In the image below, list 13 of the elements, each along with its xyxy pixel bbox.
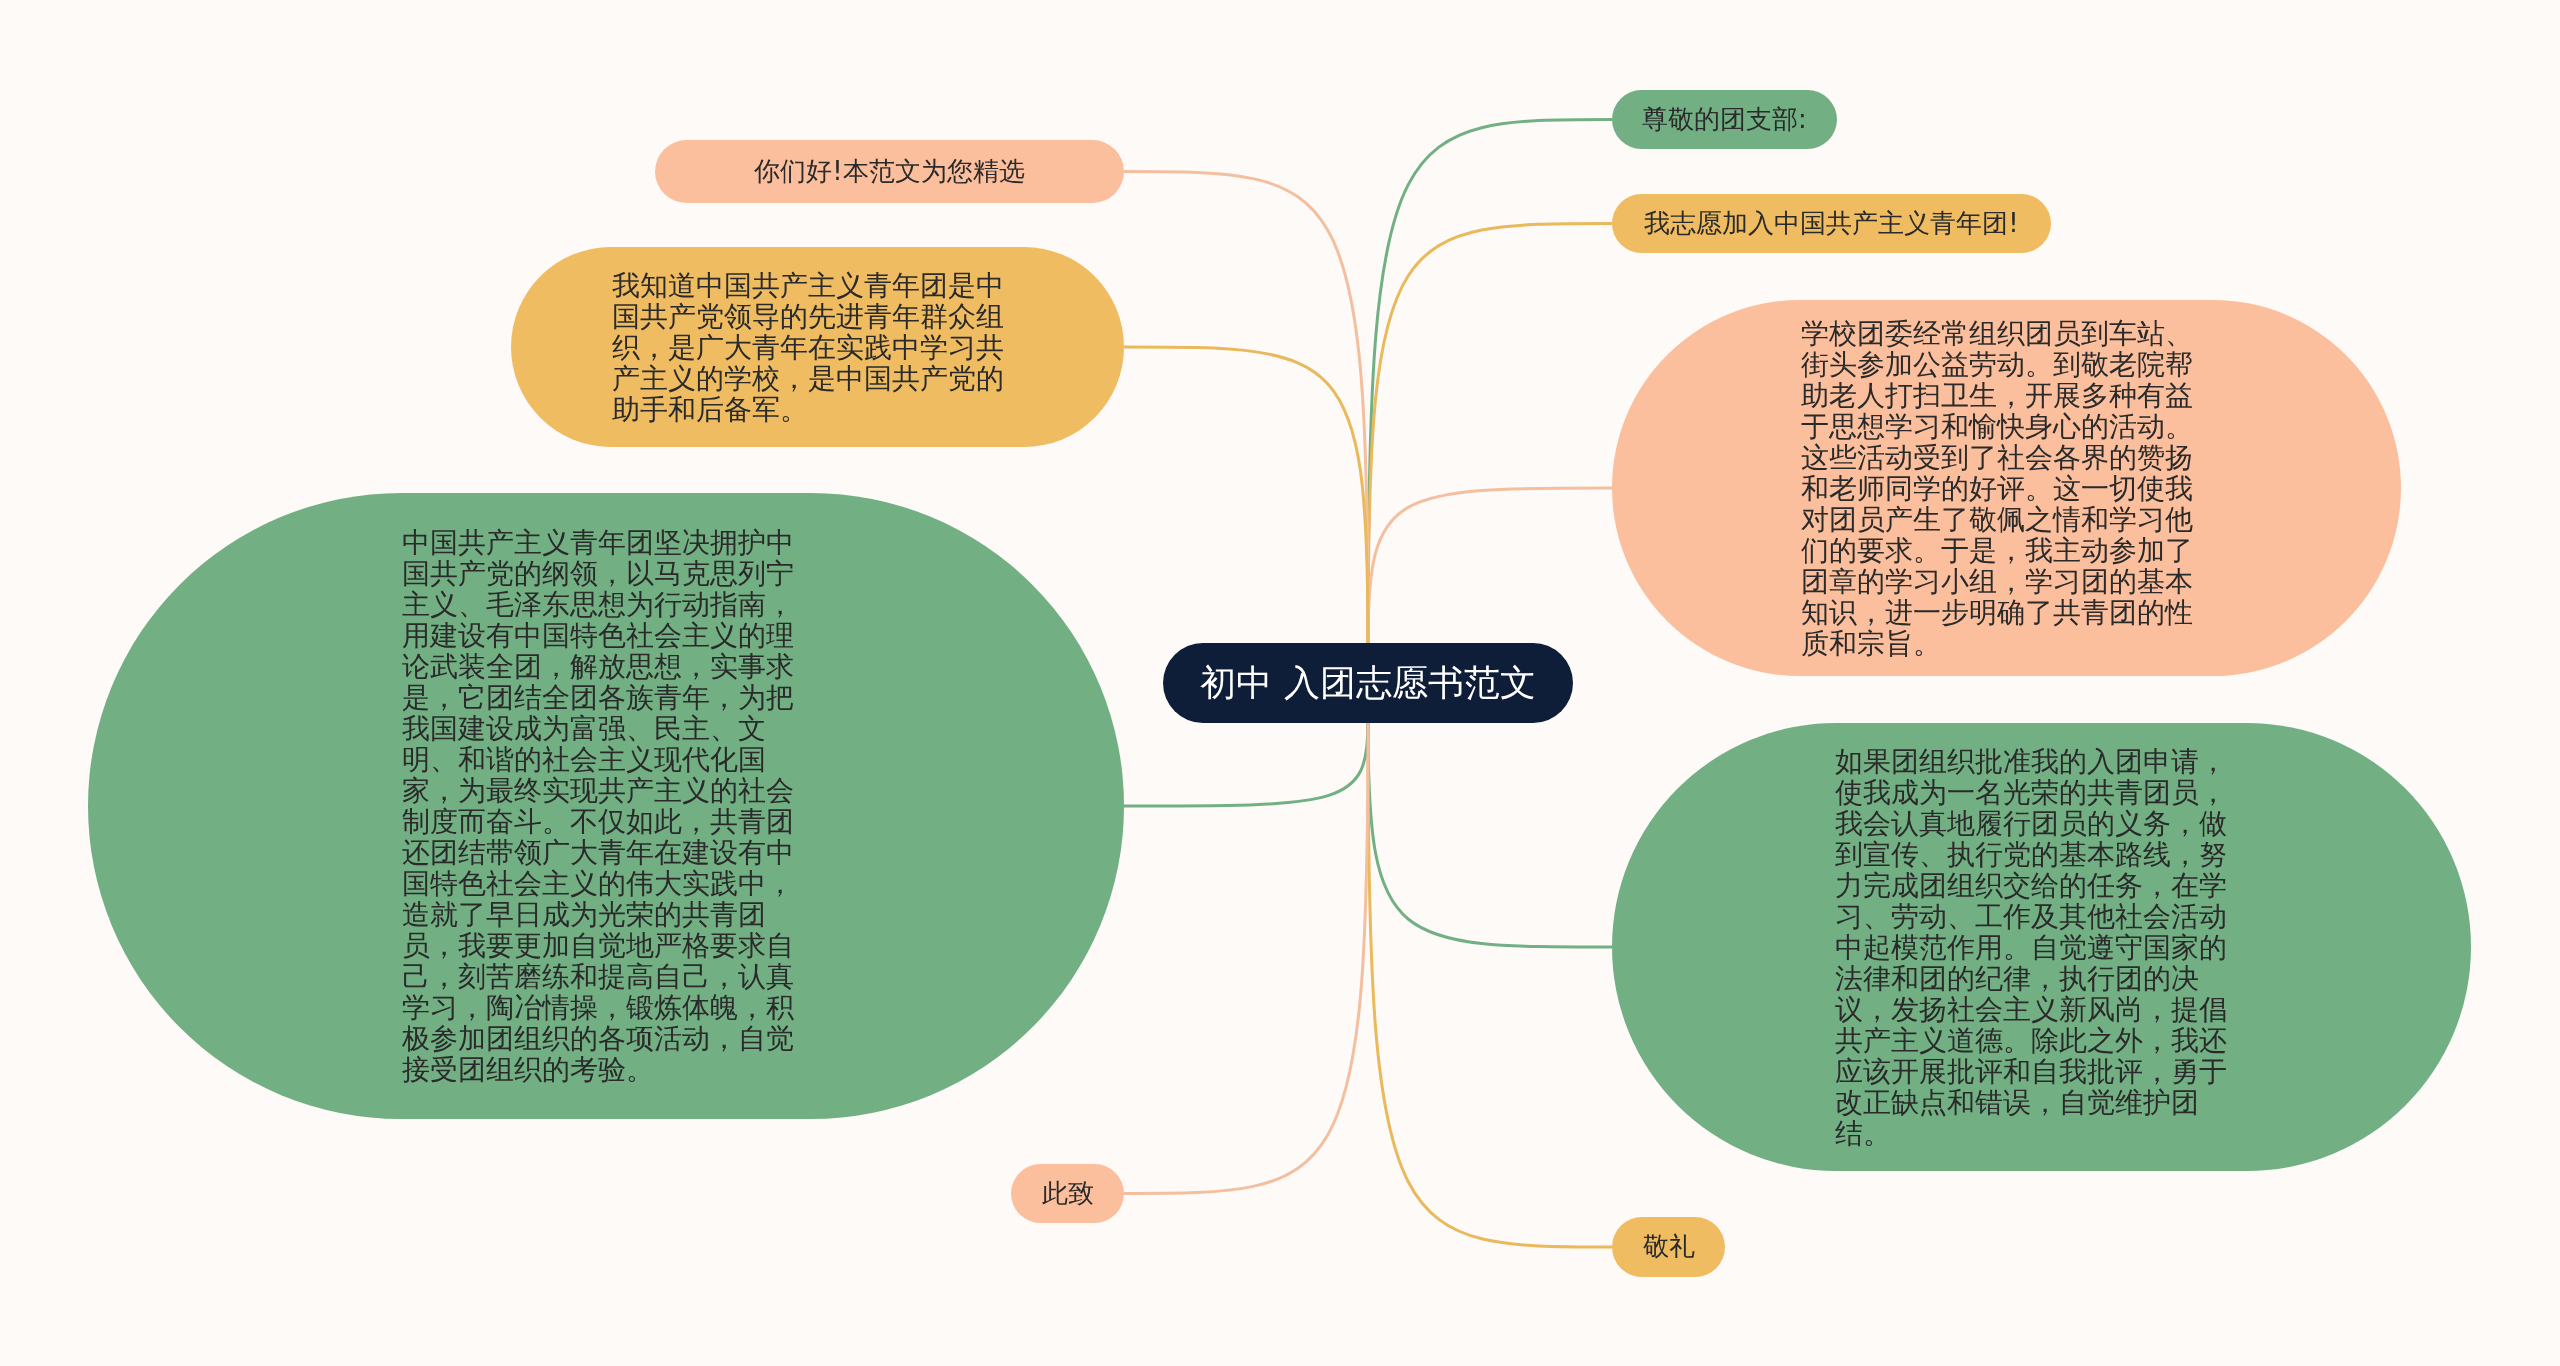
topic-bubble: 你们好!本范文为您精选 — [655, 140, 1124, 203]
topic-bubble: 我志愿加入中国共产主义青年团! — [1612, 194, 2051, 253]
topic-bubble: 此致 — [1011, 1164, 1124, 1223]
text-bubble: 学校团委经常组织团员到车站、街头参加公益劳动。到敬老院帮助老人打扫卫生，开展多种有益于思想学习和愉快身心的活动。这些活动受到了社会各界的赞扬和老师同学的好评。这一切使我对团员产生了敬佩之情和学习他们的要求。于是，我主动参加了团章的学习小组，学习团的基本知识，进一步明确了共青团的性质和宗旨。 — [1612, 300, 2401, 676]
topic-bubble: 尊敬的团支部: — [1612, 90, 1837, 149]
central-topic: 初中 入团志愿书范文 — [1163, 643, 1573, 723]
text-bubble: 如果团组织批准我的入团申请，使我成为一名光荣的共青团员，我会认真地履行团员的义务，做到宣传、执行党的基本路线，努力完成团组织交给的任务，在学习、劳动、工作及其他社会活动中起模范作用。自觉遵守国家的法律和团的纪律，执行团的决议，发扬社会主义新风尚，提倡共产主义道德。除此之外，我还应该开展批评和自我批评，勇于改正缺点和错误，自觉维护团结。 — [1612, 723, 2471, 1171]
text-bubble: 中国共产主义青年团坚决拥护中国共产党的纲领，以马克思列宁主义、毛泽东思想为行动指南，用建设有中国特色社会主义的理论武装全团，解放思想，实事求是，它团结全团各族青年，为把我国建设成为富强、民主、文明、和谐的社会主义现代化国家，为最终实现共产主义的社会制度而奋斗。不仅如此，共青团还团结带领广大青年在建设有中国特色社会主义的伟大实践中，造就了早日成为光荣的共青团员，我要更加自觉地严格要求自己，刻苦磨练和提高自己，认真学习，陶冶情操，锻炼体魄，积极参加团组织的各项活动，自觉接受团组织的考验。 — [88, 493, 1124, 1119]
connector-line — [1124, 723, 1370, 1195]
connector-line — [1124, 345, 1370, 643]
text-bubble: 我知道中国共产主义青年团是中国共产党领导的先进青年群众组织，是广大青年在实践中学习共产主义的学校，是中国共产党的助手和后备军。 — [511, 247, 1124, 447]
connector-line — [1366, 723, 1612, 1249]
topic-bubble: 敬礼 — [1612, 1217, 1725, 1277]
